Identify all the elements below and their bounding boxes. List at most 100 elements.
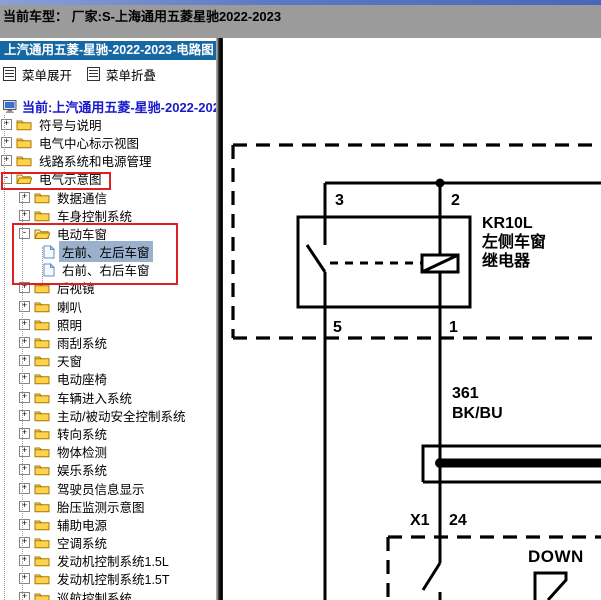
tree-item-label: 娱乐系统 [57,464,108,479]
expand-toggle-icon[interactable]: + [19,464,30,476]
expand-toggle-icon[interactable]: + [19,355,30,367]
tree-item-17[interactable]: +主动/被动安全控制系统 [0,406,217,424]
menu-collapse-button[interactable]: 菜单折叠 [87,65,156,84]
tree-item-label: 左前、左后车窗 [59,241,153,263]
tree-item-label: 符号与说明 [39,118,102,133]
tree-item-label: 胎压监测示意图 [57,500,145,515]
tree-item-5[interactable]: +数据通信 [0,188,217,206]
tree-item-20[interactable]: + 娱乐系统 [0,461,217,479]
tree-item-6[interactable]: + 车身控制系统 [0,206,217,224]
wire-number-label: 361 [452,385,479,402]
folder-closed-icon [16,154,32,167]
expand-toggle-icon[interactable]: + [19,555,30,567]
folder-closed-icon [34,536,50,549]
tree-item-label: 雨刮系统 [57,337,108,352]
expand-toggle-icon[interactable]: + [19,300,30,312]
expand-toggle-icon[interactable]: + [19,427,30,439]
expand-toggle-icon[interactable]: + [19,209,30,221]
expand-toggle-icon[interactable]: + [19,591,30,600]
tree-item-label: 线路系统和电源管理 [39,155,152,170]
tree-item-label: 当前:上汽通用五菱-星驰-2022-2023 [22,99,217,115]
folder-closed-icon [34,372,50,385]
tree-item-26[interactable]: +发动机控制系统1.5T [0,570,217,588]
tree-rail [42,247,43,283]
tree-item-label: 车辆进入系统 [57,391,133,406]
tree-item-25[interactable]: +发动机控制系统1.5L [0,552,217,570]
computer-icon [3,99,17,113]
tree-rail [22,197,23,600]
folder-closed-icon [34,427,50,440]
folder-closed-icon [34,572,50,585]
tree-item-label: 空调系统 [57,537,108,552]
folder-closed-icon [34,591,50,600]
tree-item-15[interactable]: + 电动座椅 [0,370,217,388]
expand-toggle-icon[interactable]: + [19,191,30,203]
tree-item-2[interactable]: +电气中心标示视图 [0,133,217,151]
expand-toggle-icon[interactable]: + [19,537,30,549]
expand-toggle-icon[interactable]: + [19,391,30,403]
direction-label: DOWN [528,547,584,566]
folder-closed-icon [34,318,50,331]
tree-item-label: 电动车窗 [57,227,108,242]
relay-name-line1: 左侧车窗 [481,232,546,251]
expand-toggle-icon[interactable]: + [19,409,30,421]
tree-item-label: 电动座椅 [57,373,108,388]
tree-item-10[interactable]: +后视镜 [0,279,217,297]
current-vehicle-text: 当前车型： 厂家:S-上海通用五菱星驰2022-2023 [3,9,282,24]
tree-item-9[interactable]: 右前、右后车窗 [0,261,217,279]
tree-item-label: 辅助电源 [57,518,108,533]
menu-expand-button[interactable]: 菜单展开 [3,65,72,84]
tree-item-22[interactable]: + 胎压监测示意图 [0,497,217,515]
tree-item-7[interactable]: - 电动车窗 [0,224,217,242]
expand-toggle-icon[interactable]: + [1,136,12,148]
relay-switch-blade [305,244,327,273]
expand-toggle-icon[interactable]: + [1,118,12,130]
tree-item-label: 天窗 [57,355,83,370]
folder-closed-icon [16,118,32,131]
down-arrow-symbol [533,571,568,600]
expand-toggle-icon[interactable]: + [19,573,30,585]
tree-item-24[interactable]: + 空调系统 [0,534,217,552]
expand-toggle-icon[interactable]: + [19,500,30,512]
window-switch-blade [421,562,442,591]
tree-item-14[interactable]: + 天窗 [0,352,217,370]
expand-toggle-icon[interactable]: + [19,518,30,530]
folder-open-icon [16,172,32,185]
connector-pin-label: 24 [449,512,467,529]
expand-toggle-icon[interactable]: + [19,337,30,349]
expand-toggle-icon[interactable]: + [19,446,30,458]
tree-item-8[interactable]: 左前、左后车窗 [0,241,217,263]
relay-box [296,215,472,309]
tree-item-27[interactable]: +巡航控制系统 [0,588,217,600]
tree-item-12[interactable]: + 照明 [0,315,217,333]
folder-closed-icon [34,191,50,204]
tree-item-16[interactable]: + 车辆进入系统 [0,388,217,406]
tree-item-13[interactable]: + 雨刮系统 [0,333,217,351]
expand-toggle-icon[interactable]: + [1,155,12,167]
tree-item-label: 照明 [57,318,83,333]
window-title-strip [0,0,601,5]
tree-item-21[interactable]: + 驾驶员信息显示 [0,479,217,497]
tree-item-0[interactable]: 当前:上汽通用五菱-星驰-2022-2023 [0,97,217,115]
expand-toggle-icon[interactable]: + [19,373,30,385]
wiring-diagram: 3 2 5 1 KR10L 左侧车窗 继电器 361 BK/BU X1 24 D… [231,143,601,600]
expand-toggle-icon[interactable]: + [19,482,30,494]
tree-item-23[interactable]: + 辅助电源 [0,515,217,533]
collapse-toggle-icon[interactable]: - [1,173,12,185]
tree-item-11[interactable]: +喇叭 [0,297,217,315]
menu-list-icon [3,67,16,81]
dashed-module-box [231,143,601,340]
expand-toggle-icon[interactable]: + [19,318,30,330]
tree-item-1[interactable]: + 符号与说明 [0,115,217,133]
tree-item-19[interactable]: +物体检测 [0,443,217,461]
tree-item-label: 驾驶员信息显示 [57,482,145,497]
folder-closed-icon [34,300,50,313]
tree-item-18[interactable]: +转向系统 [0,424,217,442]
expand-toggle-icon[interactable]: + [19,282,30,294]
tree-item-3[interactable]: + 线路系统和电源管理 [0,152,217,170]
tree-item-label: 车身控制系统 [57,209,133,224]
panel-splitter[interactable] [216,38,223,600]
tree-item-4[interactable]: -电气示意图 [0,170,217,188]
splice-dot [435,458,445,468]
collapse-toggle-icon[interactable]: - [19,227,30,239]
